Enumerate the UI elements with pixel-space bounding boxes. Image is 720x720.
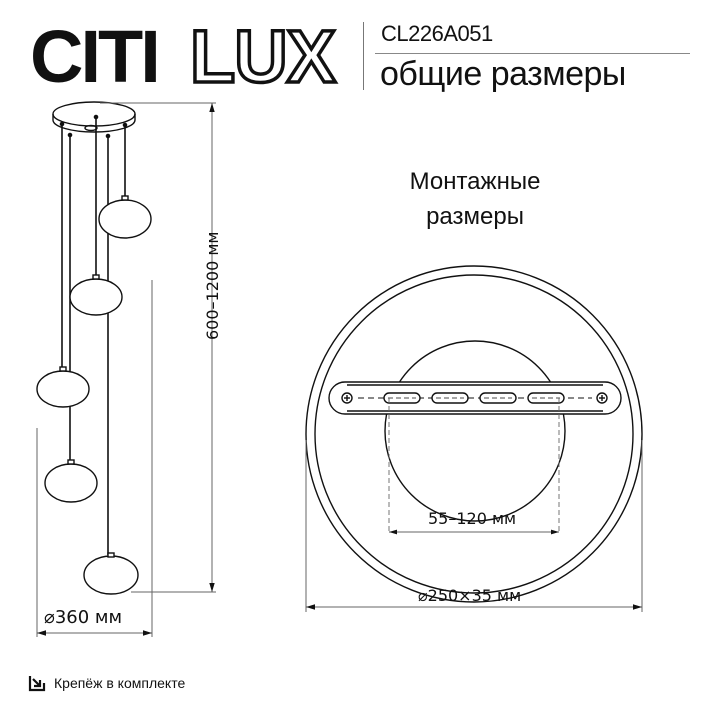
header-divider-horizontal: [375, 53, 690, 54]
logo-outline-text: LUX: [190, 20, 336, 92]
header-divider-vertical: [363, 22, 364, 90]
citilux-logo: CITI LUX: [30, 20, 338, 92]
height-dimension-line: [100, 102, 216, 593]
mount-arrow-icon: [28, 676, 46, 692]
canopy-diameter-label: ⌀250×35 мм: [418, 586, 522, 605]
logo-solid-text: CITI: [30, 20, 158, 92]
diameter-dimension-label: ⌀360 мм: [44, 607, 123, 628]
mounting-dimensions-title: Монтажные размеры: [380, 164, 570, 234]
mounting-title-line1: Монтажные: [409, 168, 541, 195]
footer-note: Крепёж в комплекте: [28, 674, 185, 692]
model-number: CL226A051: [381, 21, 493, 46]
bracket-span-dimension: [388, 398, 560, 535]
bracket-span-label: 55–120 мм: [428, 509, 517, 528]
height-dimension-label: 600–1200 мм: [203, 231, 222, 340]
diameter-dimension-line: [36, 280, 153, 637]
mounting-bracket: [328, 381, 622, 415]
page-title: общие размеры: [380, 55, 626, 93]
pendant-shades: [36, 195, 152, 595]
pendant-canopy: [52, 101, 136, 139]
canopy-top-view: [305, 265, 643, 603]
canopy-diameter-dimension: [305, 440, 643, 612]
footer-note-text: Крепёж в комплекте: [54, 675, 186, 691]
mounting-title-line2: размеры: [426, 203, 524, 230]
